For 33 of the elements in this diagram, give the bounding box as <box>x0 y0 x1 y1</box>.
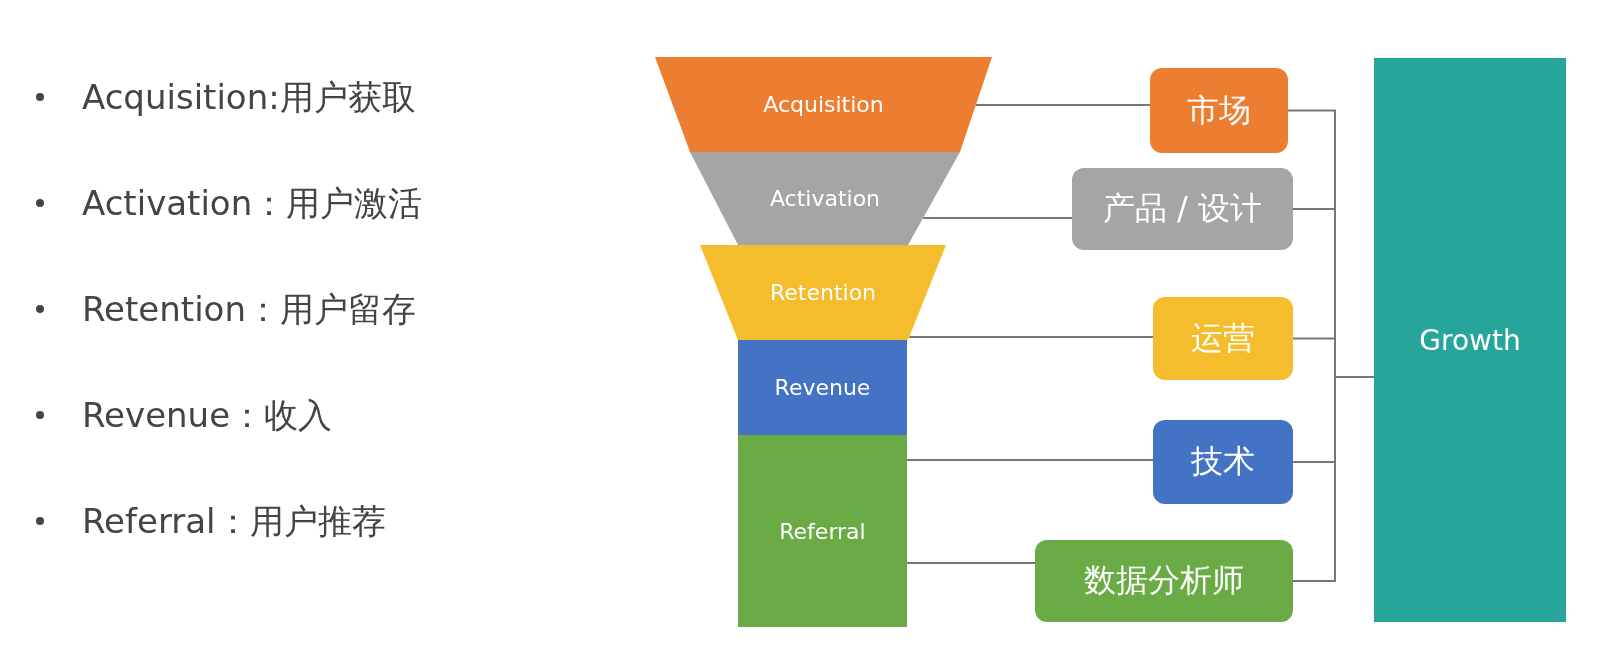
connector-line <box>1292 376 1375 582</box>
role-box <box>1035 540 1293 622</box>
list-item: Retention：用户留存 <box>82 288 416 331</box>
node-label: Revenue <box>774 375 871 400</box>
list-item: Acquisition:用户获取 <box>82 76 416 119</box>
node-label: Referral <box>779 518 866 544</box>
node-label: 产品 / 设计 <box>1102 188 1263 229</box>
list-item: Activation：用户激活 <box>82 182 423 225</box>
node-label: Growth <box>1419 323 1521 357</box>
funnel-segment <box>655 57 992 152</box>
growth-bar <box>1374 58 1566 622</box>
role-box <box>1072 168 1293 250</box>
node-label: 技术 <box>1191 441 1255 482</box>
node-label: 运营 <box>1191 317 1255 359</box>
node-label: Retention <box>769 280 877 305</box>
connector-line <box>908 336 1154 338</box>
node-label: 市场 <box>1187 89 1251 131</box>
funnel-segment <box>738 435 907 627</box>
list-item: Revenue：收入 <box>82 394 333 437</box>
list-item: Referral：用户推荐 <box>82 500 386 543</box>
connector-line <box>906 459 1154 461</box>
funnel-segment <box>738 340 907 435</box>
node-label: 数据分析师 <box>1084 560 1244 601</box>
connector-line <box>974 104 1151 106</box>
funnel-segment <box>700 245 946 340</box>
role-box <box>1150 68 1288 153</box>
node-label: Acquisition <box>763 92 884 117</box>
connector-line <box>922 217 1073 219</box>
role-box <box>1153 297 1293 380</box>
node-label: Activation <box>769 186 881 211</box>
funnel-segment <box>690 152 960 245</box>
role-box <box>1153 420 1293 504</box>
connector-line <box>906 562 1036 564</box>
